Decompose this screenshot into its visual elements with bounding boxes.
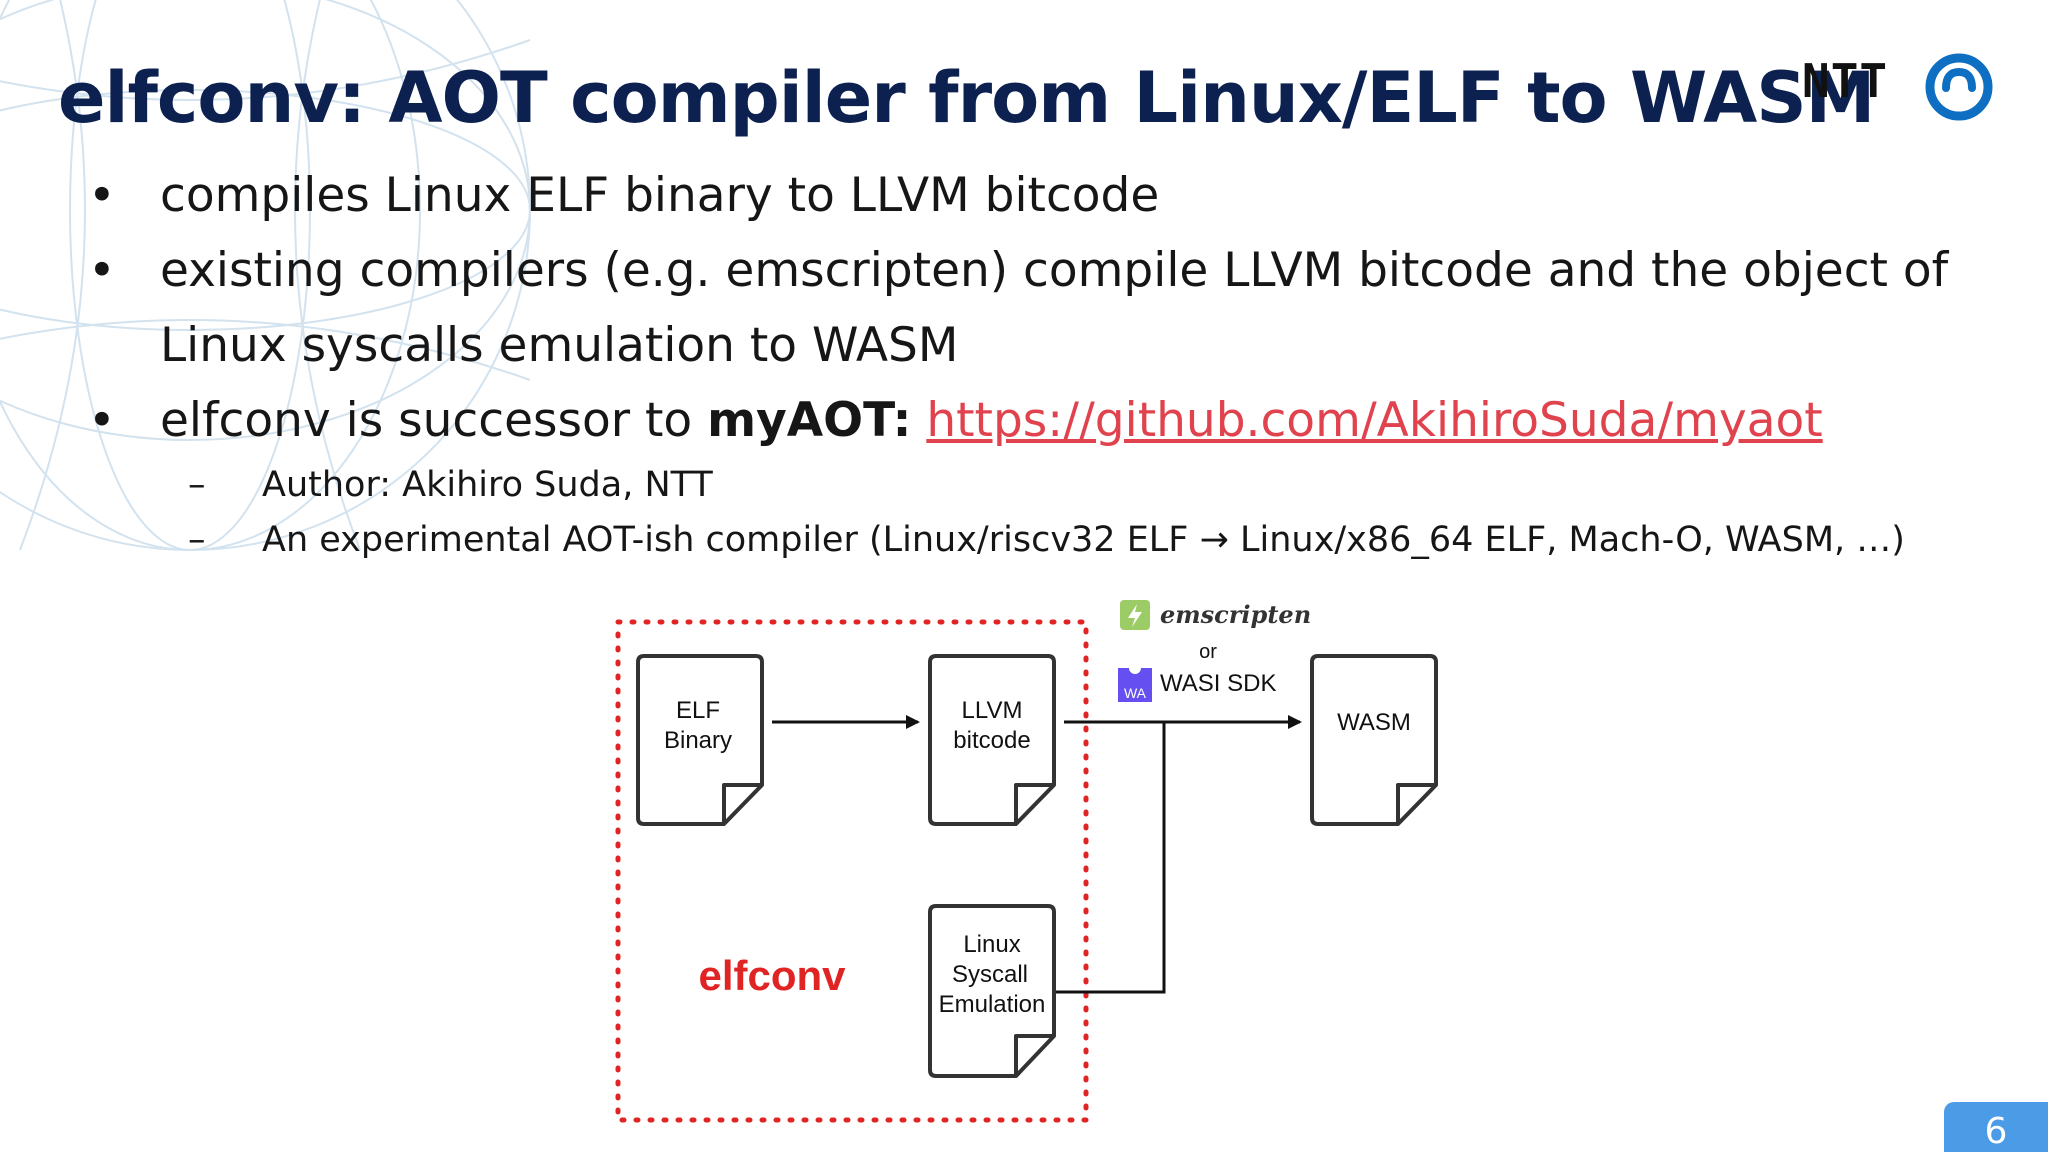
emscripten-icon-bolt bbox=[1128, 604, 1142, 627]
bullet-list: • compiles Linux ELF binary to LLVM bitc… bbox=[88, 158, 2018, 568]
wasm-doc bbox=[1310, 654, 1438, 826]
elf-binary-label-1: ELF bbox=[676, 697, 720, 724]
bullet-item: • elfconv is successor to myAOT: https:/… bbox=[88, 383, 2018, 458]
llvm-bitcode-label-1: LLVM bbox=[962, 697, 1023, 724]
elf-binary-label-2: Binary bbox=[664, 727, 732, 754]
subbullet-item: – An experimental AOT-ish compiler (Linu… bbox=[88, 513, 2018, 568]
syscall-label-3: Emulation bbox=[939, 991, 1046, 1018]
llvm-bitcode-doc bbox=[928, 654, 1056, 826]
bullet-dot: • bbox=[88, 168, 116, 223]
globe-background bbox=[0, 0, 531, 551]
bullet-dot: • bbox=[88, 393, 116, 448]
bullet-item: • compiles Linux ELF binary to LLVM bitc… bbox=[88, 158, 2018, 233]
ntt-ring-icon bbox=[1925, 53, 1993, 121]
wasi-sdk-label: WASI SDK bbox=[1160, 670, 1276, 697]
wasi-sdk-icon-text: WA bbox=[1124, 685, 1147, 701]
page-number-badge: 6 bbox=[1944, 1102, 2048, 1152]
bullet-bold-text: myAOT: bbox=[707, 393, 912, 448]
wasm-label: WASM bbox=[1337, 709, 1411, 736]
slide-title: elfconv: AOT compiler from Linux/ELF to … bbox=[58, 57, 1875, 139]
elf-binary-doc bbox=[636, 654, 764, 826]
subbullet-text: Author: Akihiro Suda, NTT bbox=[262, 465, 713, 505]
elfconv-label: elfconv bbox=[698, 952, 846, 999]
subbullet-dash: – bbox=[188, 465, 206, 505]
emscripten-label: emscripten bbox=[1160, 600, 1311, 629]
elfconv-region bbox=[615, 619, 1089, 1123]
wasi-sdk-icon-notch bbox=[1129, 662, 1141, 674]
syscall-label-2: Syscall bbox=[952, 961, 1028, 988]
syscall-emulation-doc bbox=[928, 904, 1056, 1078]
bullet-text: elfconv is successor to bbox=[160, 393, 708, 448]
ntt-logo-text: NTT bbox=[1802, 54, 1889, 108]
ntt-logo: NTT bbox=[1802, 50, 1994, 126]
syscall-label-1: Linux bbox=[963, 931, 1020, 958]
syscall-connector bbox=[1056, 722, 1166, 994]
bullet-dot: • bbox=[88, 243, 116, 298]
bullet-text: compiles Linux ELF binary to LLVM bitcod… bbox=[160, 168, 1160, 223]
subbullet-item: – Author: Akihiro Suda, NTT bbox=[88, 458, 2018, 513]
subbullet-dash: – bbox=[188, 520, 206, 560]
subbullet-text: An experimental AOT-ish compiler (Linux/… bbox=[262, 520, 1905, 560]
myaot-link[interactable]: https://github.com/AkihiroSuda/myaot bbox=[926, 393, 1823, 448]
architecture-diagram: ELF Binary LLVM bitcode WASM Linux Sysca… bbox=[615, 600, 1438, 1123]
bullet-item: • existing compilers (e.g. emscripten) c… bbox=[88, 233, 2018, 383]
bullet-text: existing compilers (e.g. emscripten) com… bbox=[160, 243, 1949, 373]
or-label: or bbox=[1199, 641, 1217, 663]
llvm-bitcode-label-2: bitcode bbox=[953, 727, 1030, 754]
